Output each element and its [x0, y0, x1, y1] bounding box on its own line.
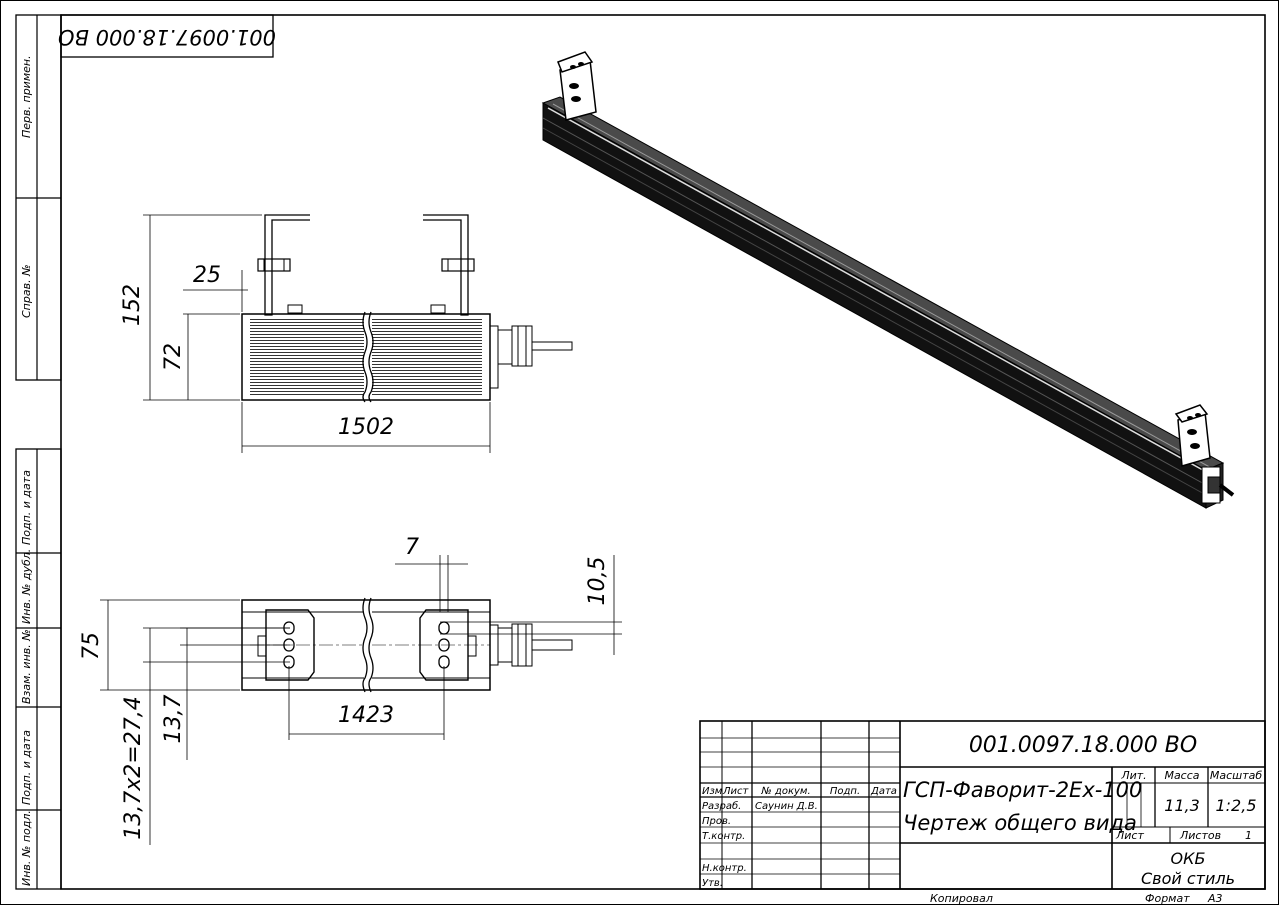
side-label-podp-data-1: Подп. и дата [20, 470, 33, 545]
side-label-inv-dubl: Инв. № дубл. [20, 549, 33, 624]
side-label-podp-data-2: Подп. и дата [20, 730, 33, 805]
dim-1423: 1423 [338, 703, 394, 728]
col-header-list: Лист [722, 786, 750, 797]
dim-72: 72 [161, 343, 186, 371]
col-header-no-dokum: № докум. [760, 786, 810, 797]
role-n-kontr: Н.контр. [702, 863, 747, 874]
side-strip: Перв. примен. Справ. № Подп. и дата Инв.… [15, 14, 62, 890]
role-t-kontr: Т.контр. [702, 831, 745, 842]
title-document-name: Чертеж общего вида [903, 811, 1137, 835]
developer-name: Саунин Д.В. [755, 801, 818, 812]
title-product-name: ГСП-Фаворит-2Ex-100 [903, 778, 1142, 802]
side-view [241, 214, 573, 403]
col-header-data: Дата [870, 786, 897, 797]
mass-label: Масса [1164, 769, 1199, 782]
org-line-1: ОКБ [1171, 849, 1206, 868]
role-prov: Пров. [702, 816, 731, 827]
side-label-inv-podl: Инв. № подл. [20, 810, 33, 886]
sheets-label: Листов [1179, 829, 1221, 842]
title-designation: 001.0097.18.000 ВО [969, 733, 1197, 758]
side-label-perv-primen: Перв. примен. [20, 55, 33, 138]
side-label-vzam-inv: Взам. инв. № [20, 629, 33, 704]
isometric-view [541, 51, 1235, 509]
plan-view-dimensions [100, 555, 622, 845]
dim-10-5: 10,5 [585, 557, 610, 606]
col-header-izm: Изм [702, 786, 723, 797]
side-label-sprav: Справ. № [20, 264, 33, 318]
org-line-2: Свой стиль [1141, 869, 1235, 888]
top-stamp-designation: 001.0097.18.000 ВО [58, 25, 276, 49]
lit-label: Лит. [1120, 769, 1146, 782]
mass-value: 11,3 [1164, 796, 1200, 815]
sheets-value: 1 [1245, 829, 1252, 842]
dim-75: 75 [79, 632, 104, 660]
dim-1502: 1502 [338, 415, 394, 440]
role-razrab: Разраб. [702, 800, 741, 812]
col-header-podp: Подп. [830, 786, 860, 797]
dim-13-7: 13,7 [161, 695, 186, 744]
role-utv: Утв. [702, 878, 723, 889]
dim-25: 25 [193, 263, 221, 288]
title-block [699, 720, 1266, 890]
format-value: А3 [1207, 892, 1223, 905]
copied-label: Копировал [930, 892, 993, 905]
format-label: Формат [1145, 892, 1190, 905]
scale-value: 1:2,5 [1215, 796, 1256, 815]
side-view-dimensions [143, 214, 491, 453]
dim-152: 152 [120, 284, 145, 326]
sheet-label: Лист [1115, 829, 1144, 842]
plan-view [241, 597, 573, 693]
top-stamp: 001.0097.18.000 ВО [58, 14, 276, 58]
scale-label: Масштаб [1210, 769, 1262, 782]
dim-13-7x2: 13,7х2=27,4 [121, 696, 146, 839]
dim-7: 7 [405, 535, 419, 560]
